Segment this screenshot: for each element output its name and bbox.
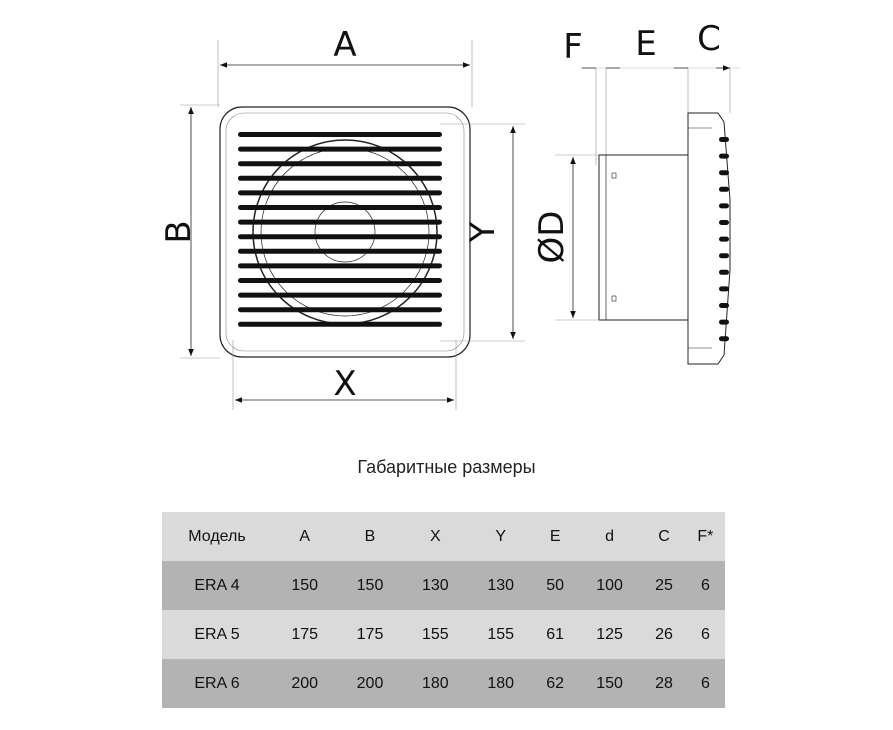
table-cell: 26 (655, 625, 673, 643)
table-cell: ERA 6 (194, 674, 240, 692)
louvre-slat-side (719, 137, 729, 142)
louvre-slat-side (719, 286, 729, 292)
table-cell: 6 (700, 576, 710, 594)
label-b: B (159, 220, 199, 243)
label-y: Y (463, 221, 503, 243)
dimensions-table: Модель A B X Y E d C F* ERA 4 150 150 13… (162, 512, 725, 708)
table-cell: ERA 5 (194, 625, 240, 643)
table-row: ERA 6 200 200 180 180 62 150 28 6 (162, 659, 725, 708)
table-cell: 6 (700, 625, 710, 643)
table-cell: 150 (356, 576, 384, 594)
louvre-slat (238, 307, 442, 313)
label-e: E (635, 24, 656, 64)
table-cell: 180 (422, 674, 449, 692)
louvre-slat-side (719, 253, 729, 259)
front-panel-outline (219, 106, 471, 358)
louvre-slat (238, 292, 442, 298)
table-cell: 155 (422, 625, 449, 643)
table-cell: 25 (655, 576, 673, 594)
header-cell: E (549, 527, 561, 545)
louvre-slat (238, 132, 442, 137)
louvre-slat-side (719, 153, 729, 159)
louvre-slat (238, 321, 442, 327)
table-cell: ERA 4 (194, 576, 240, 594)
louvre-slat (238, 234, 442, 240)
duct-body (598, 154, 689, 321)
front-view (180, 40, 525, 410)
table-cell: 125 (596, 625, 623, 643)
label-f: F (563, 27, 583, 67)
louvre-slat-side (719, 336, 729, 342)
caption: Габаритные размеры (357, 457, 536, 477)
louvre-slat-side (719, 269, 729, 275)
table-cell: 150 (291, 576, 319, 594)
front-plate-profile (687, 112, 731, 365)
label-c: C (697, 19, 721, 59)
header-cell: X (430, 527, 441, 545)
louvre-slat (238, 219, 442, 225)
header-cell: Модель (188, 527, 246, 545)
label-a: A (333, 25, 356, 65)
table-cell: 61 (546, 625, 565, 643)
header-cell: d (605, 527, 615, 545)
louvre-slat-side (719, 303, 729, 308)
side-view (555, 68, 740, 365)
table-cell: 175 (356, 625, 384, 643)
louvre-slat-side (719, 203, 729, 209)
label-d: ØD (532, 211, 572, 264)
fan-dimension-drawing: A X B Y F E C ØD (159, 19, 740, 410)
table-cell: 155 (487, 625, 515, 643)
table-cell: 6 (700, 674, 710, 692)
table-cell: 180 (487, 674, 515, 692)
table-cell: 50 (546, 576, 565, 594)
louvre-slat-side (719, 186, 729, 192)
louvre-slat (238, 248, 442, 254)
louvre-slat-side (719, 220, 729, 225)
louvre-slat (238, 278, 442, 283)
louvre-slat (238, 146, 442, 152)
louvre-slat-side (719, 319, 729, 325)
header-cell: Y (495, 527, 507, 545)
louvre-slat-side (719, 170, 729, 176)
louvre-slat (238, 175, 442, 181)
louvre-slat-side (719, 236, 729, 242)
header-cell: F* (697, 527, 714, 545)
table-cell: 150 (596, 674, 623, 692)
table-row: ERA 4 150 150 130 130 50 100 25 6 (162, 561, 725, 610)
header-cell: B (364, 527, 376, 545)
table-cell: 130 (487, 576, 515, 594)
louvre-slat (238, 161, 442, 167)
table-cell: 200 (356, 674, 384, 692)
header-cell: C (658, 527, 670, 545)
table-cell: 130 (422, 576, 449, 594)
louvre-slat (238, 205, 442, 210)
table-header-row: Модель A B X Y E d C F* (162, 512, 725, 561)
label-x: X (333, 364, 356, 404)
louvre-slat (238, 263, 442, 269)
louvre-slat (238, 190, 442, 196)
table-cell: 28 (655, 674, 673, 692)
table-cell: 175 (291, 625, 319, 643)
louvres (238, 132, 442, 327)
table-cell: 62 (546, 674, 565, 692)
table-cell: 200 (291, 674, 319, 692)
header-cell: A (299, 527, 310, 545)
table-cell: 100 (596, 576, 623, 594)
table-row: ERA 5 175 175 155 155 61 125 26 6 (162, 610, 725, 659)
